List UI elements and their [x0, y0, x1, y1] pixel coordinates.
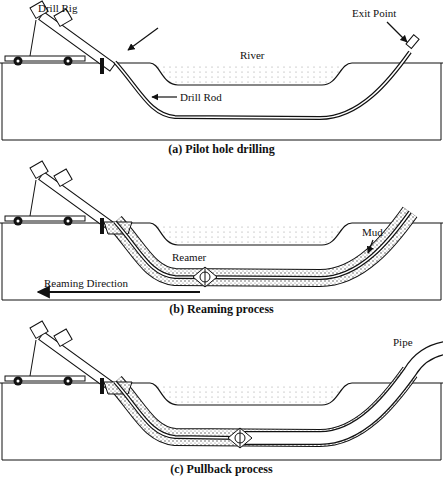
leader-arrow: [368, 240, 373, 253]
drill-rod-outline: [115, 382, 240, 438]
ground-line: [0, 63, 443, 85]
leader-arrow: [387, 22, 407, 42]
drill-rig: [5, 1, 115, 74]
part-name: Mud: [362, 226, 383, 239]
mud-band: [115, 212, 410, 278]
ground-box: [2, 63, 441, 140]
river-water: [150, 383, 352, 405]
drill-rod: [115, 52, 410, 118]
drill-rod-outline: [115, 52, 410, 118]
part-name: Reamer: [172, 251, 206, 264]
panel-a: [0, 1, 443, 140]
panel-c: [0, 321, 443, 460]
part-name: Drill Rod: [180, 91, 222, 104]
leader-arrow: [152, 96, 177, 97]
river-water: [150, 223, 352, 245]
drill-rod: [115, 212, 410, 278]
reaming-direction-arrow: [38, 291, 200, 293]
panel-caption: (a) Pilot hole drilling: [0, 143, 443, 156]
part-name: Reaming Direction: [44, 277, 128, 290]
reamer: [228, 428, 252, 448]
pipe-outline: [240, 348, 443, 438]
part-name: River: [240, 49, 264, 62]
part-name: Pipe: [393, 336, 413, 349]
panel-caption: (c) Pullback process: [0, 463, 443, 476]
panel-caption: (b) Reaming process: [0, 303, 443, 316]
drill-rig: [5, 321, 115, 394]
part-name: Exit Point: [352, 7, 396, 20]
panel-b: [0, 161, 443, 300]
borehole-wall: [115, 212, 410, 278]
drill-rod: [115, 382, 240, 438]
drill-rig: [5, 161, 115, 234]
part-name: Drill Rig: [38, 2, 77, 15]
drill-rod-outline: [115, 212, 410, 278]
pipe: [240, 348, 443, 438]
river-water: [150, 63, 352, 85]
reamer: [193, 267, 217, 287]
leader-arrow: [128, 28, 158, 50]
drill-bit: [406, 35, 419, 49]
